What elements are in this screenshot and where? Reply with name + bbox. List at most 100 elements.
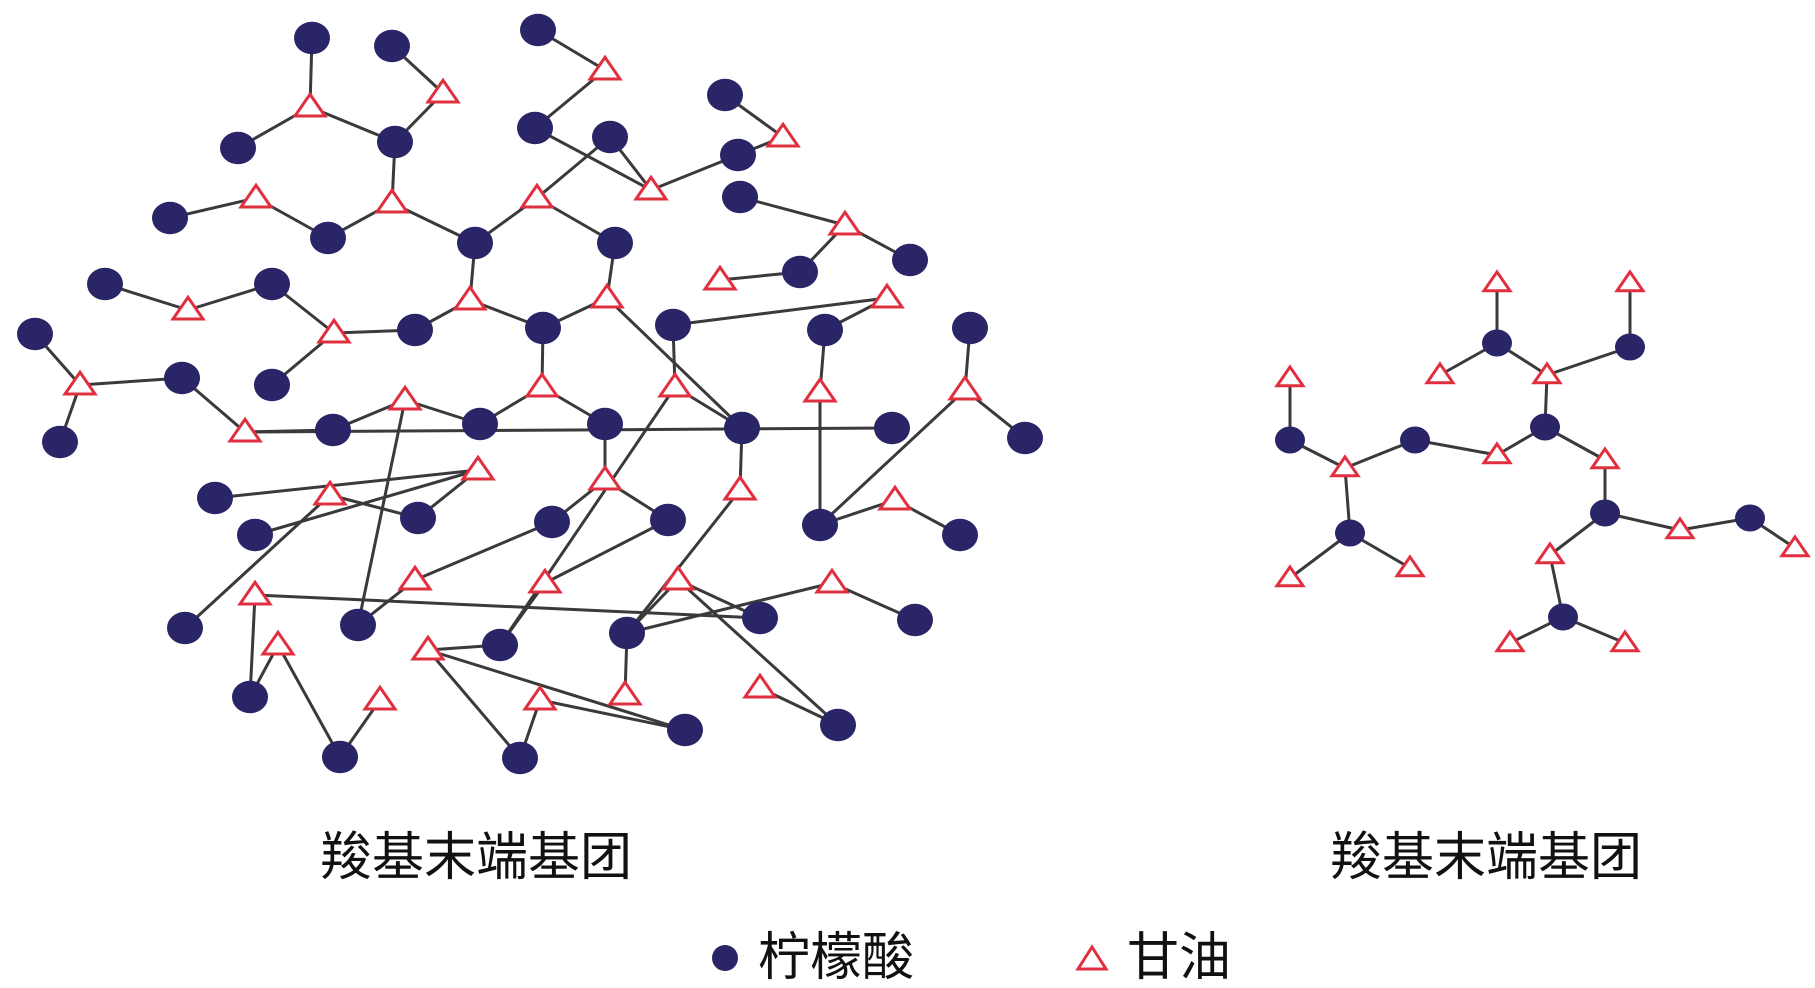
bond-line xyxy=(539,698,686,732)
bond-line xyxy=(672,296,888,327)
citric-acid-node xyxy=(167,611,203,645)
glycerol-node xyxy=(292,91,328,118)
glycerol-node xyxy=(1779,534,1811,558)
citric-acid-node xyxy=(802,508,838,542)
bond-line xyxy=(544,518,669,585)
citric-acid-node xyxy=(1548,603,1578,631)
glycerol-node xyxy=(1329,454,1361,478)
glycerol-node xyxy=(312,479,348,506)
citric-acid-node xyxy=(220,131,256,165)
citric-acid-node xyxy=(820,708,856,742)
glycerol-node xyxy=(62,369,98,396)
bond-line xyxy=(214,468,479,500)
bond-line xyxy=(254,468,479,537)
bond-line xyxy=(414,520,553,582)
glycerol-node xyxy=(802,376,838,403)
glycerol-node xyxy=(519,182,555,209)
glycerol-node xyxy=(410,634,446,661)
glycerol-node xyxy=(260,629,296,656)
citric-acid-node xyxy=(462,407,498,441)
citric-acid-node xyxy=(874,411,910,445)
legend-item-citric-acid: 柠檬酸 xyxy=(710,928,914,988)
citric-acid-node xyxy=(152,201,188,235)
glycerol-node xyxy=(742,672,778,699)
citric-acid-node xyxy=(197,481,233,515)
glycerol-node xyxy=(1481,269,1513,293)
glycerol-node xyxy=(374,187,410,214)
citric-acid-circle-icon xyxy=(712,945,738,971)
glycerol-node xyxy=(1664,516,1696,540)
bond-line xyxy=(426,649,522,759)
citric-acid-node xyxy=(707,78,743,112)
glycerol-node xyxy=(524,371,560,398)
citric-acid-node xyxy=(609,616,645,650)
citric-acid-node xyxy=(315,413,351,447)
glycerol-node xyxy=(397,564,433,591)
citric-acid-node xyxy=(1530,413,1560,441)
node-layer xyxy=(17,13,1811,775)
glycerol-node xyxy=(1589,446,1621,470)
glycerol-node xyxy=(722,474,758,501)
bond-line xyxy=(818,388,967,527)
citric-acid-node xyxy=(254,368,290,402)
bond-layer xyxy=(33,28,1796,759)
citric-acid-node xyxy=(597,226,633,260)
citric-acid-node xyxy=(322,740,358,774)
citric-acid-node xyxy=(17,317,53,351)
citric-acid-node xyxy=(897,603,933,637)
bond-line xyxy=(254,593,761,620)
citric-acid-node xyxy=(374,29,410,63)
citric-acid-node xyxy=(650,503,686,537)
glycerol-node xyxy=(237,579,273,606)
citric-acid-node xyxy=(1335,519,1365,547)
glycerol-node xyxy=(170,294,206,321)
caption-right-network: 羧基末端基团 xyxy=(1330,828,1643,888)
bond-line xyxy=(626,581,833,635)
citric-acid-node xyxy=(782,255,818,289)
glycerol-node xyxy=(607,679,643,706)
citric-acid-node xyxy=(1590,499,1620,527)
bond-line xyxy=(676,578,840,727)
glycerol-node xyxy=(1394,554,1426,578)
bond-line xyxy=(356,399,407,626)
citric-acid-node xyxy=(592,120,628,154)
glycerol-node xyxy=(947,374,983,401)
glycerol-node xyxy=(1534,541,1566,565)
citric-acid-node xyxy=(655,308,691,342)
glycerol-node xyxy=(1494,629,1526,653)
glycerol-node xyxy=(1609,629,1641,653)
glycerol-node xyxy=(1614,269,1646,293)
citric-acid-node xyxy=(310,221,346,255)
caption-left-network: 羧基末端基团 xyxy=(320,828,633,888)
glycerol-node xyxy=(877,484,913,511)
citric-acid-node xyxy=(340,608,376,642)
citric-acid-node xyxy=(520,13,556,47)
citric-acid-node xyxy=(1007,421,1043,455)
glycerol-node xyxy=(1274,364,1306,388)
citric-acid-node xyxy=(952,311,988,345)
glycerol-node xyxy=(589,282,625,309)
glycerol-node xyxy=(1531,361,1563,385)
glycerol-node xyxy=(657,371,693,398)
legend-item-glycerol: 甘油 xyxy=(1075,928,1231,988)
citric-acid-node xyxy=(587,407,623,441)
bond-line xyxy=(427,648,686,732)
glycerol-node xyxy=(316,317,352,344)
bond-line xyxy=(183,493,332,630)
citric-acid-node xyxy=(517,111,553,145)
bond-line xyxy=(534,126,652,192)
citric-acid-node xyxy=(1400,426,1430,454)
glycerol-node xyxy=(1481,441,1513,465)
glycerol-triangle-icon xyxy=(1075,944,1109,971)
citric-acid-node xyxy=(87,267,123,301)
glycerol-node xyxy=(827,209,863,236)
citric-acid-node xyxy=(1735,504,1765,532)
bond-line xyxy=(248,594,257,698)
citric-acid-node xyxy=(237,518,273,552)
glycerol-node xyxy=(425,77,461,104)
citric-acid-node xyxy=(942,518,978,552)
citric-acid-node xyxy=(502,741,538,775)
citric-acid-node xyxy=(534,505,570,539)
glycerol-node xyxy=(387,384,423,411)
